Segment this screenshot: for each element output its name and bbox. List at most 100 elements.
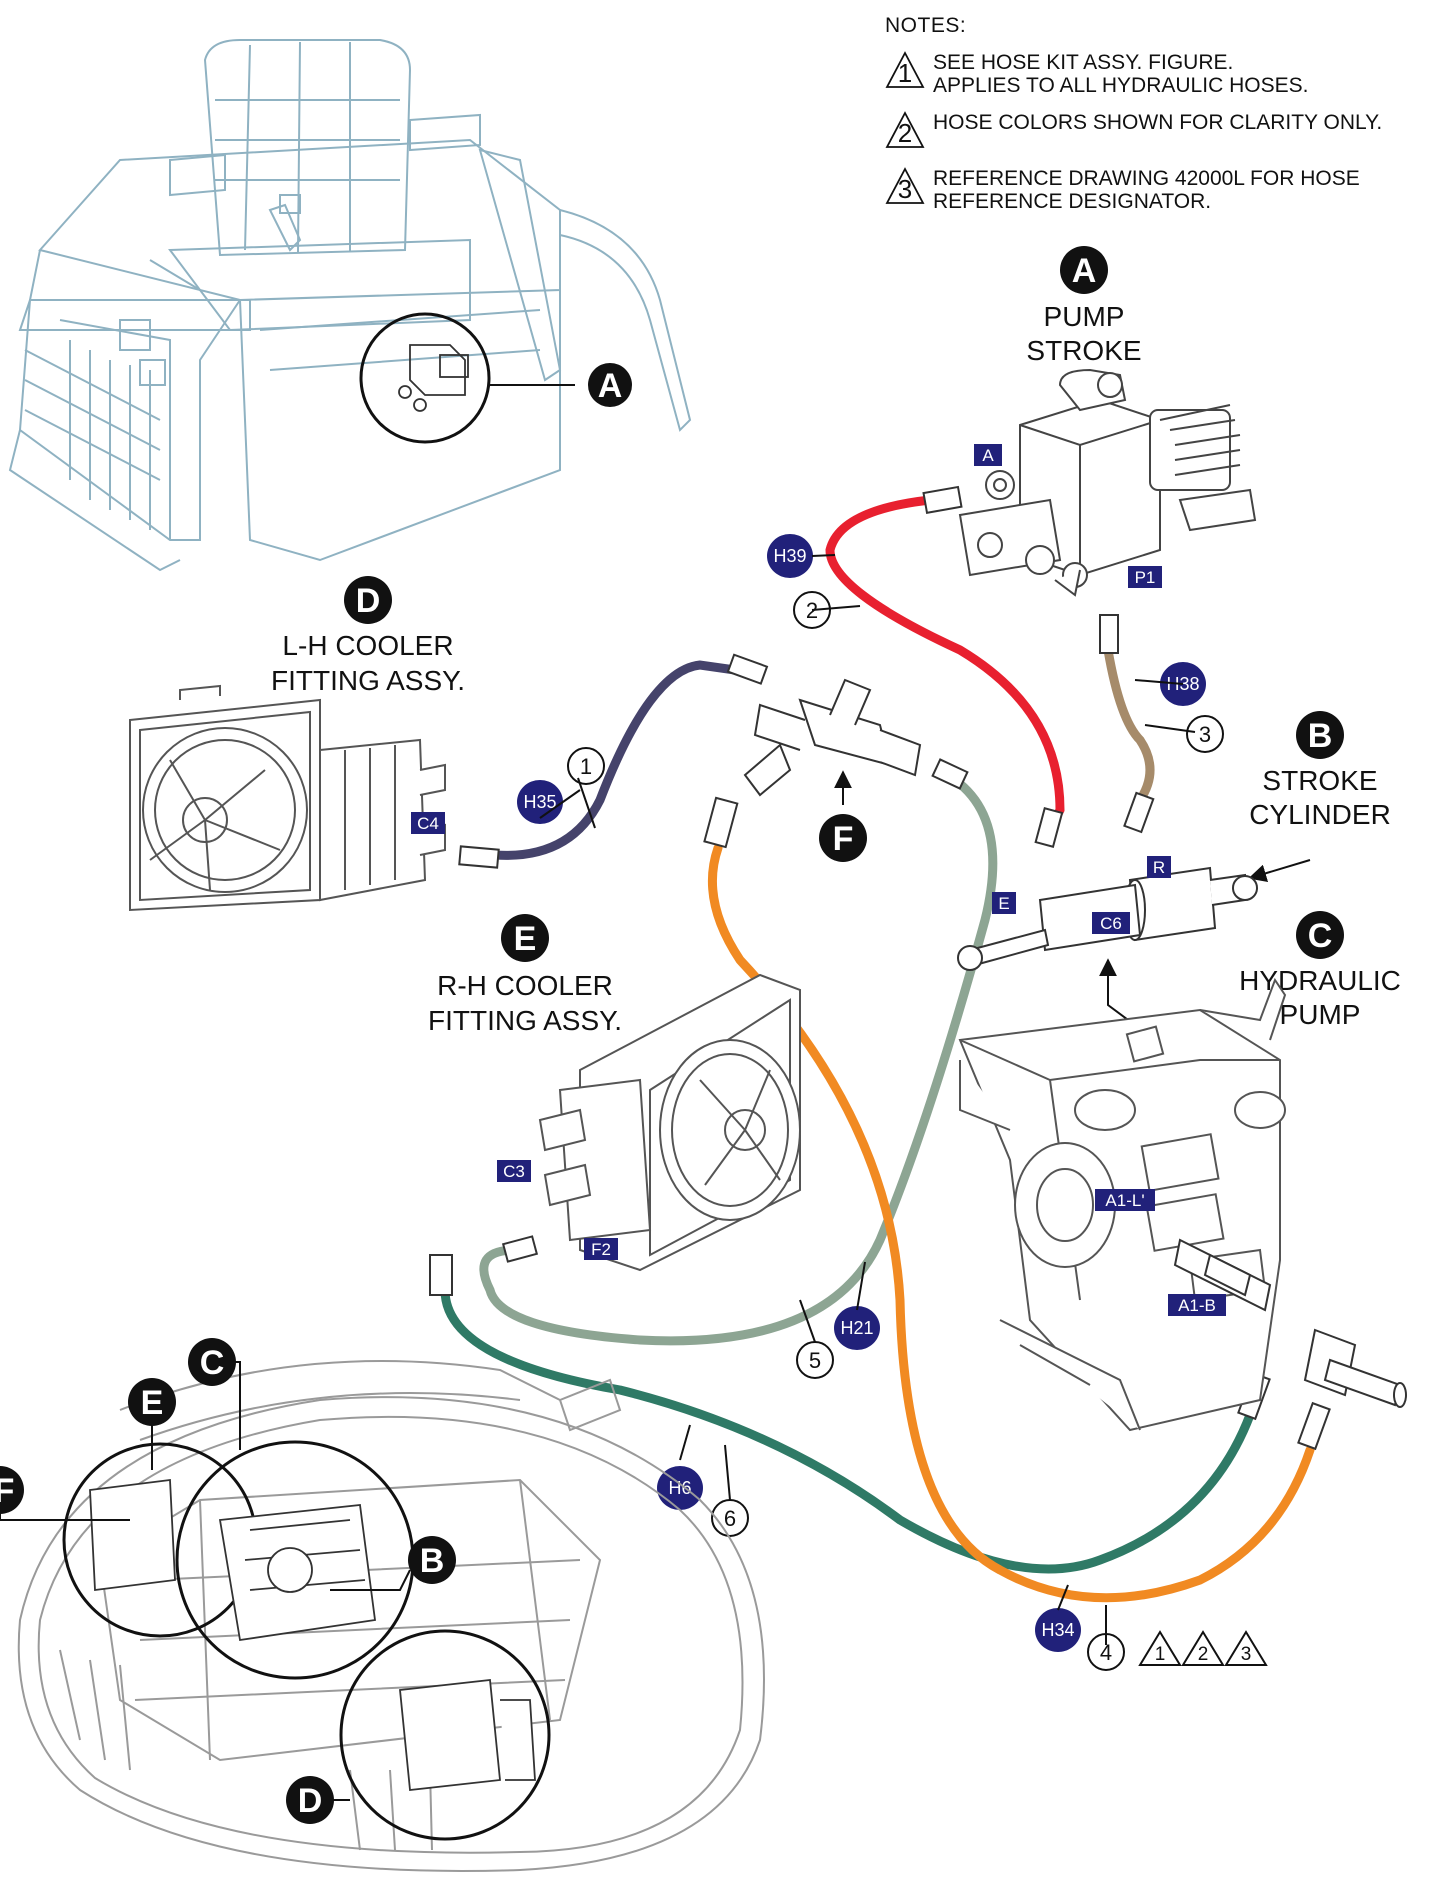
label-rh-cooler-line2: FITTING ASSY. xyxy=(428,1005,622,1036)
hose-badge-h6 xyxy=(657,1466,703,1510)
port-f2-badge xyxy=(584,1238,618,1260)
note-ref-triangles: 1 2 3 xyxy=(1138,1630,1268,1666)
callout-b-marker xyxy=(1296,711,1344,759)
overview-callout-d: D xyxy=(298,1782,323,1820)
overview-callout-e-marker xyxy=(128,1378,176,1426)
callout-c-letter: C xyxy=(1308,917,1333,955)
callout-e-marker xyxy=(501,914,549,962)
notes-panel: NOTES: 1 SEE HOSE KIT ASSY. FIGURE. APPL… xyxy=(885,14,1405,227)
hose-ref-h39: H39 xyxy=(773,546,806,566)
hose-item-number-5: 5 xyxy=(809,1348,821,1373)
overview-callout-c-marker xyxy=(188,1338,236,1386)
note-item-3: 3 REFERENCE DRAWING 42000L FOR HOSE REFE… xyxy=(885,167,1405,213)
hose-item-number-2: 2 xyxy=(806,598,818,623)
stroke-cylinder xyxy=(957,866,1258,971)
callout-a-marker xyxy=(1060,246,1108,294)
note-ref-3: 3 xyxy=(1241,1644,1252,1665)
note-1-line-1: SEE HOSE KIT ASSY. FIGURE. xyxy=(933,51,1234,74)
hose-leaders xyxy=(539,554,1196,1645)
hose-item-number-6: 6 xyxy=(724,1506,736,1531)
note-ref-2: 2 xyxy=(1198,1644,1209,1665)
zoom-circle-d xyxy=(339,1629,551,1841)
callout-d-letter: D xyxy=(356,582,381,620)
port-a1l-label: A1-L' xyxy=(1105,1191,1144,1210)
port-e-label: E xyxy=(998,894,1009,913)
port-a1l-badge xyxy=(1095,1189,1155,1211)
hose-h39 xyxy=(825,495,1065,835)
port-a-label: A xyxy=(982,446,994,465)
port-p1-label: P1 xyxy=(1135,568,1156,587)
port-c4-badge xyxy=(411,812,445,834)
label-rh-cooler-line1: R-H COOLER xyxy=(437,970,613,1001)
note-3-line-1: REFERENCE DRAWING 42000L FOR HOSE xyxy=(933,167,1360,190)
pump-stroke-valve xyxy=(958,368,1257,597)
hose-ref-h35: H35 xyxy=(523,792,556,812)
note-1-line-2: APPLIES TO ALL HYDRAULIC HOSES. xyxy=(933,74,1309,97)
overview-callout-c: C xyxy=(200,1344,225,1382)
overview-callout-b-marker xyxy=(408,1536,456,1584)
port-p1-badge xyxy=(1128,566,1162,588)
note-triangle-icon: 3 xyxy=(885,167,925,204)
hose-h35 xyxy=(490,660,740,860)
hose-badge-h34 xyxy=(1035,1608,1081,1652)
hose-badge-h39 xyxy=(767,534,813,578)
overview-callout-d-marker xyxy=(286,1776,334,1824)
lh-cooler xyxy=(129,684,446,912)
machine-top-view xyxy=(8,39,692,572)
callout-c-marker xyxy=(1296,911,1344,959)
overview-callout-b: B xyxy=(420,1542,445,1580)
port-r-badge xyxy=(1147,856,1171,878)
port-c6-badge xyxy=(1092,912,1130,934)
hose-item-number-1: 1 xyxy=(580,754,592,779)
port-a1b-label: A1-B xyxy=(1178,1296,1216,1315)
hose-item-number-3: 3 xyxy=(1199,722,1211,747)
overview-callout-f-marker xyxy=(0,1466,24,1514)
hose-h21 xyxy=(479,775,998,1346)
pump-stroke-mini xyxy=(398,344,469,412)
port-r-label: R xyxy=(1153,858,1165,877)
hose-item-circle-3 xyxy=(1186,715,1224,753)
label-cylinder-line2: CYLINDER xyxy=(1249,799,1391,830)
notes-header: NOTES: xyxy=(885,14,967,37)
note-item-2: 2 HOSE COLORS SHOWN FOR CLARITY ONLY. xyxy=(885,111,1405,153)
note-triangle-icon: 2 xyxy=(885,111,925,148)
port-a1b-badge xyxy=(1168,1294,1226,1316)
note-3-line-2: REFERENCE DESIGNATOR. xyxy=(933,190,1212,213)
note-num-1: 1 xyxy=(898,58,912,88)
port-e-badge xyxy=(992,892,1016,914)
label-hydraulic-pump-line2: PUMP xyxy=(1280,999,1361,1030)
note-triangle-icon: 1 xyxy=(885,51,925,88)
port-c4-label: C4 xyxy=(417,814,439,833)
hydraulic-pump xyxy=(958,977,1287,1432)
pump-fittings xyxy=(1173,1238,1407,1408)
overview-callout-f: F xyxy=(0,1472,14,1510)
hose-fittings xyxy=(429,485,1331,1451)
note-2-line-1: HOSE COLORS SHOWN FOR CLARITY ONLY. xyxy=(933,111,1383,134)
label-cylinder-line1: STROKE xyxy=(1262,765,1377,796)
hose-ref-h34: H34 xyxy=(1041,1620,1074,1640)
note-num-3: 3 xyxy=(898,174,912,204)
callout-e-letter: E xyxy=(514,920,537,958)
callout-b-letter: B xyxy=(1308,717,1333,755)
label-hydraulic-pump-line1: HYDRAULIC xyxy=(1239,965,1401,996)
callout-a-letter: A xyxy=(1072,252,1097,290)
port-c6-label: C6 xyxy=(1100,914,1122,933)
label-lh-cooler-line2: FITTING ASSY. xyxy=(271,665,465,696)
hose-h6 xyxy=(440,1285,1255,1574)
label-pump-line2: STROKE xyxy=(1026,335,1141,366)
port-a-badge xyxy=(974,444,1002,466)
tee-fitting-f xyxy=(743,678,922,797)
overview-callout-e: E xyxy=(141,1384,164,1422)
hose-badge-h21 xyxy=(834,1306,880,1350)
port-f2-label: F2 xyxy=(591,1240,611,1259)
machine-bottom-view xyxy=(17,1360,765,1872)
overview-callout-a: A xyxy=(598,367,623,405)
label-lh-cooler-line1: L-H COOLER xyxy=(282,630,453,661)
note-ref-1: 1 xyxy=(1155,1644,1166,1665)
overview-zoom-details xyxy=(89,1478,536,1791)
hose-item-number-4: 4 xyxy=(1100,1640,1112,1665)
hose-badge-h35 xyxy=(517,780,563,824)
callout-f-letter: F xyxy=(833,820,854,858)
